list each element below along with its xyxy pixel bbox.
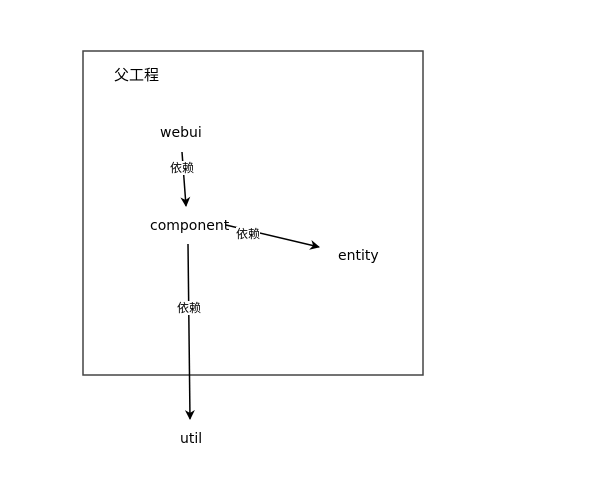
edge-label-webui-component: 依赖 — [170, 161, 195, 175]
edge-label-component-entity: 依赖 — [236, 227, 261, 241]
node-entity: entity — [338, 248, 379, 264]
edge-label-component-util: 依赖 — [177, 301, 202, 315]
node-webui: webui — [160, 125, 202, 141]
parent-project-label: 父工程 — [114, 66, 160, 84]
edge-component-util — [184, 243, 195, 420]
parent-project-container — [82, 50, 424, 376]
node-component: component — [150, 218, 230, 234]
node-util: util — [180, 431, 203, 447]
